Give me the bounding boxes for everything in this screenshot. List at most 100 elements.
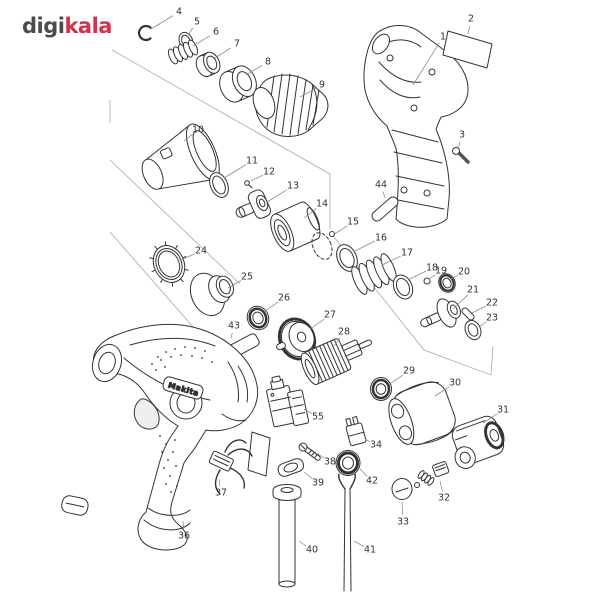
part-number-10: 10: [192, 125, 204, 136]
part-number-34: 34: [370, 440, 382, 451]
housing-right-part: [364, 26, 468, 228]
part-number-37: 37: [215, 488, 227, 499]
leader-line-41: [354, 541, 364, 547]
switch-part: [264, 372, 309, 430]
part-number-8: 8: [265, 57, 271, 68]
leader-line-21: [453, 295, 468, 309]
spring-17-part: [349, 252, 400, 296]
leader-line-38: [318, 454, 324, 458]
leader-line-22: [472, 306, 486, 313]
insulation-sheet: [248, 432, 270, 476]
pin-22-part: [465, 311, 471, 317]
part-number-30: 30: [449, 378, 461, 389]
leader-line-3: [458, 142, 460, 149]
terminal-part: [344, 416, 366, 446]
screw-3-part: [453, 148, 469, 163]
part-number-26: 26: [278, 293, 290, 304]
digikala-logo: digikala: [22, 16, 112, 37]
leader-line-7: [215, 48, 231, 58]
part-number-13: 13: [287, 181, 299, 192]
part-number-29: 29: [403, 366, 415, 377]
hammer-part: [266, 199, 325, 255]
part-number-32: 32: [438, 493, 450, 504]
leader-line-9: [300, 88, 316, 97]
leader-line-24: [181, 254, 195, 260]
leader-line-36: [183, 521, 184, 529]
part-number-33: 33: [397, 517, 409, 528]
part-number-44: 44: [375, 180, 387, 191]
leader-line-2: [468, 26, 470, 34]
part-number-3: 3: [459, 130, 465, 141]
hammer-case-part: [132, 120, 226, 206]
leader-line-6: [193, 36, 210, 46]
part-number-38: 38: [324, 457, 336, 468]
leader-line-19: [429, 275, 435, 279]
leader-line-33: [402, 502, 403, 515]
leader-line-5: [188, 28, 193, 35]
part-number-21: 21: [467, 285, 479, 296]
leader-line-39: [304, 472, 312, 479]
leader-line-14: [304, 208, 316, 218]
leader-line-55: [304, 409, 312, 414]
part-number-5: 5: [194, 17, 200, 28]
part-number-12: 12: [263, 167, 275, 178]
part-number-43: 43: [228, 321, 240, 332]
armature-part: [298, 326, 379, 387]
leader-line-23: [480, 322, 486, 326]
part-number-18: 18: [426, 263, 438, 274]
leader-line-37: [219, 479, 220, 486]
leader-line-17: [382, 256, 401, 265]
leader-line-18: [408, 271, 426, 280]
leader-line-26: [265, 302, 278, 311]
part-number-42: 42: [366, 476, 378, 487]
leader-line-27: [310, 319, 324, 329]
part-number-23: 23: [486, 313, 498, 324]
part-number-31: 31: [497, 405, 509, 416]
spindle-part: [415, 294, 466, 338]
brush-cap-part: [392, 479, 412, 500]
leader-line-13: [267, 190, 287, 202]
part-number-27: 27: [324, 310, 336, 321]
leader-line-28: [334, 338, 340, 346]
part-number-17: 17: [401, 248, 413, 259]
part-number-15: 15: [347, 217, 359, 228]
leader-line-10: [184, 134, 192, 141]
part-number-36: 36: [178, 531, 190, 542]
leader-line-15: [333, 226, 347, 235]
leader-line-11: [224, 165, 246, 178]
leader-line-32: [440, 481, 442, 491]
leader-line-40: [299, 541, 306, 546]
part-number-6: 6: [213, 27, 219, 38]
part-number-19: 19: [435, 266, 447, 277]
anvil-part: [231, 188, 273, 227]
ball-19-part: [424, 278, 430, 284]
snap-ring-part: [139, 26, 150, 40]
cap-ring-8-part: [215, 62, 261, 106]
part-number-1: 1: [440, 32, 446, 43]
logo-text-red: kala: [64, 14, 112, 38]
part-number-55: 55: [312, 412, 324, 423]
part-number-7: 7: [234, 39, 240, 50]
spring-6-part: [166, 39, 199, 65]
leader-line-42: [360, 469, 367, 476]
leader-line-43: [231, 333, 232, 338]
leader-line-8: [246, 66, 262, 75]
part-number-28: 28: [338, 327, 350, 338]
rear-cover-part: [445, 413, 510, 472]
grommet-part: [336, 451, 360, 476]
o-ring-23-part: [462, 318, 484, 342]
part-number-22: 22: [486, 298, 498, 309]
castle-ring-part: [143, 236, 195, 291]
logo-text-gray: digi: [22, 14, 65, 38]
leader-line-20: [451, 275, 458, 279]
part-number-4: 4: [176, 7, 182, 18]
button-39-part: [276, 457, 305, 478]
front-bumper-part: [249, 74, 328, 137]
set-pin-12-part: [245, 181, 252, 188]
frame-lines: [110, 50, 493, 400]
leader-line-31: [483, 414, 497, 423]
leader-line-1: [413, 43, 439, 85]
